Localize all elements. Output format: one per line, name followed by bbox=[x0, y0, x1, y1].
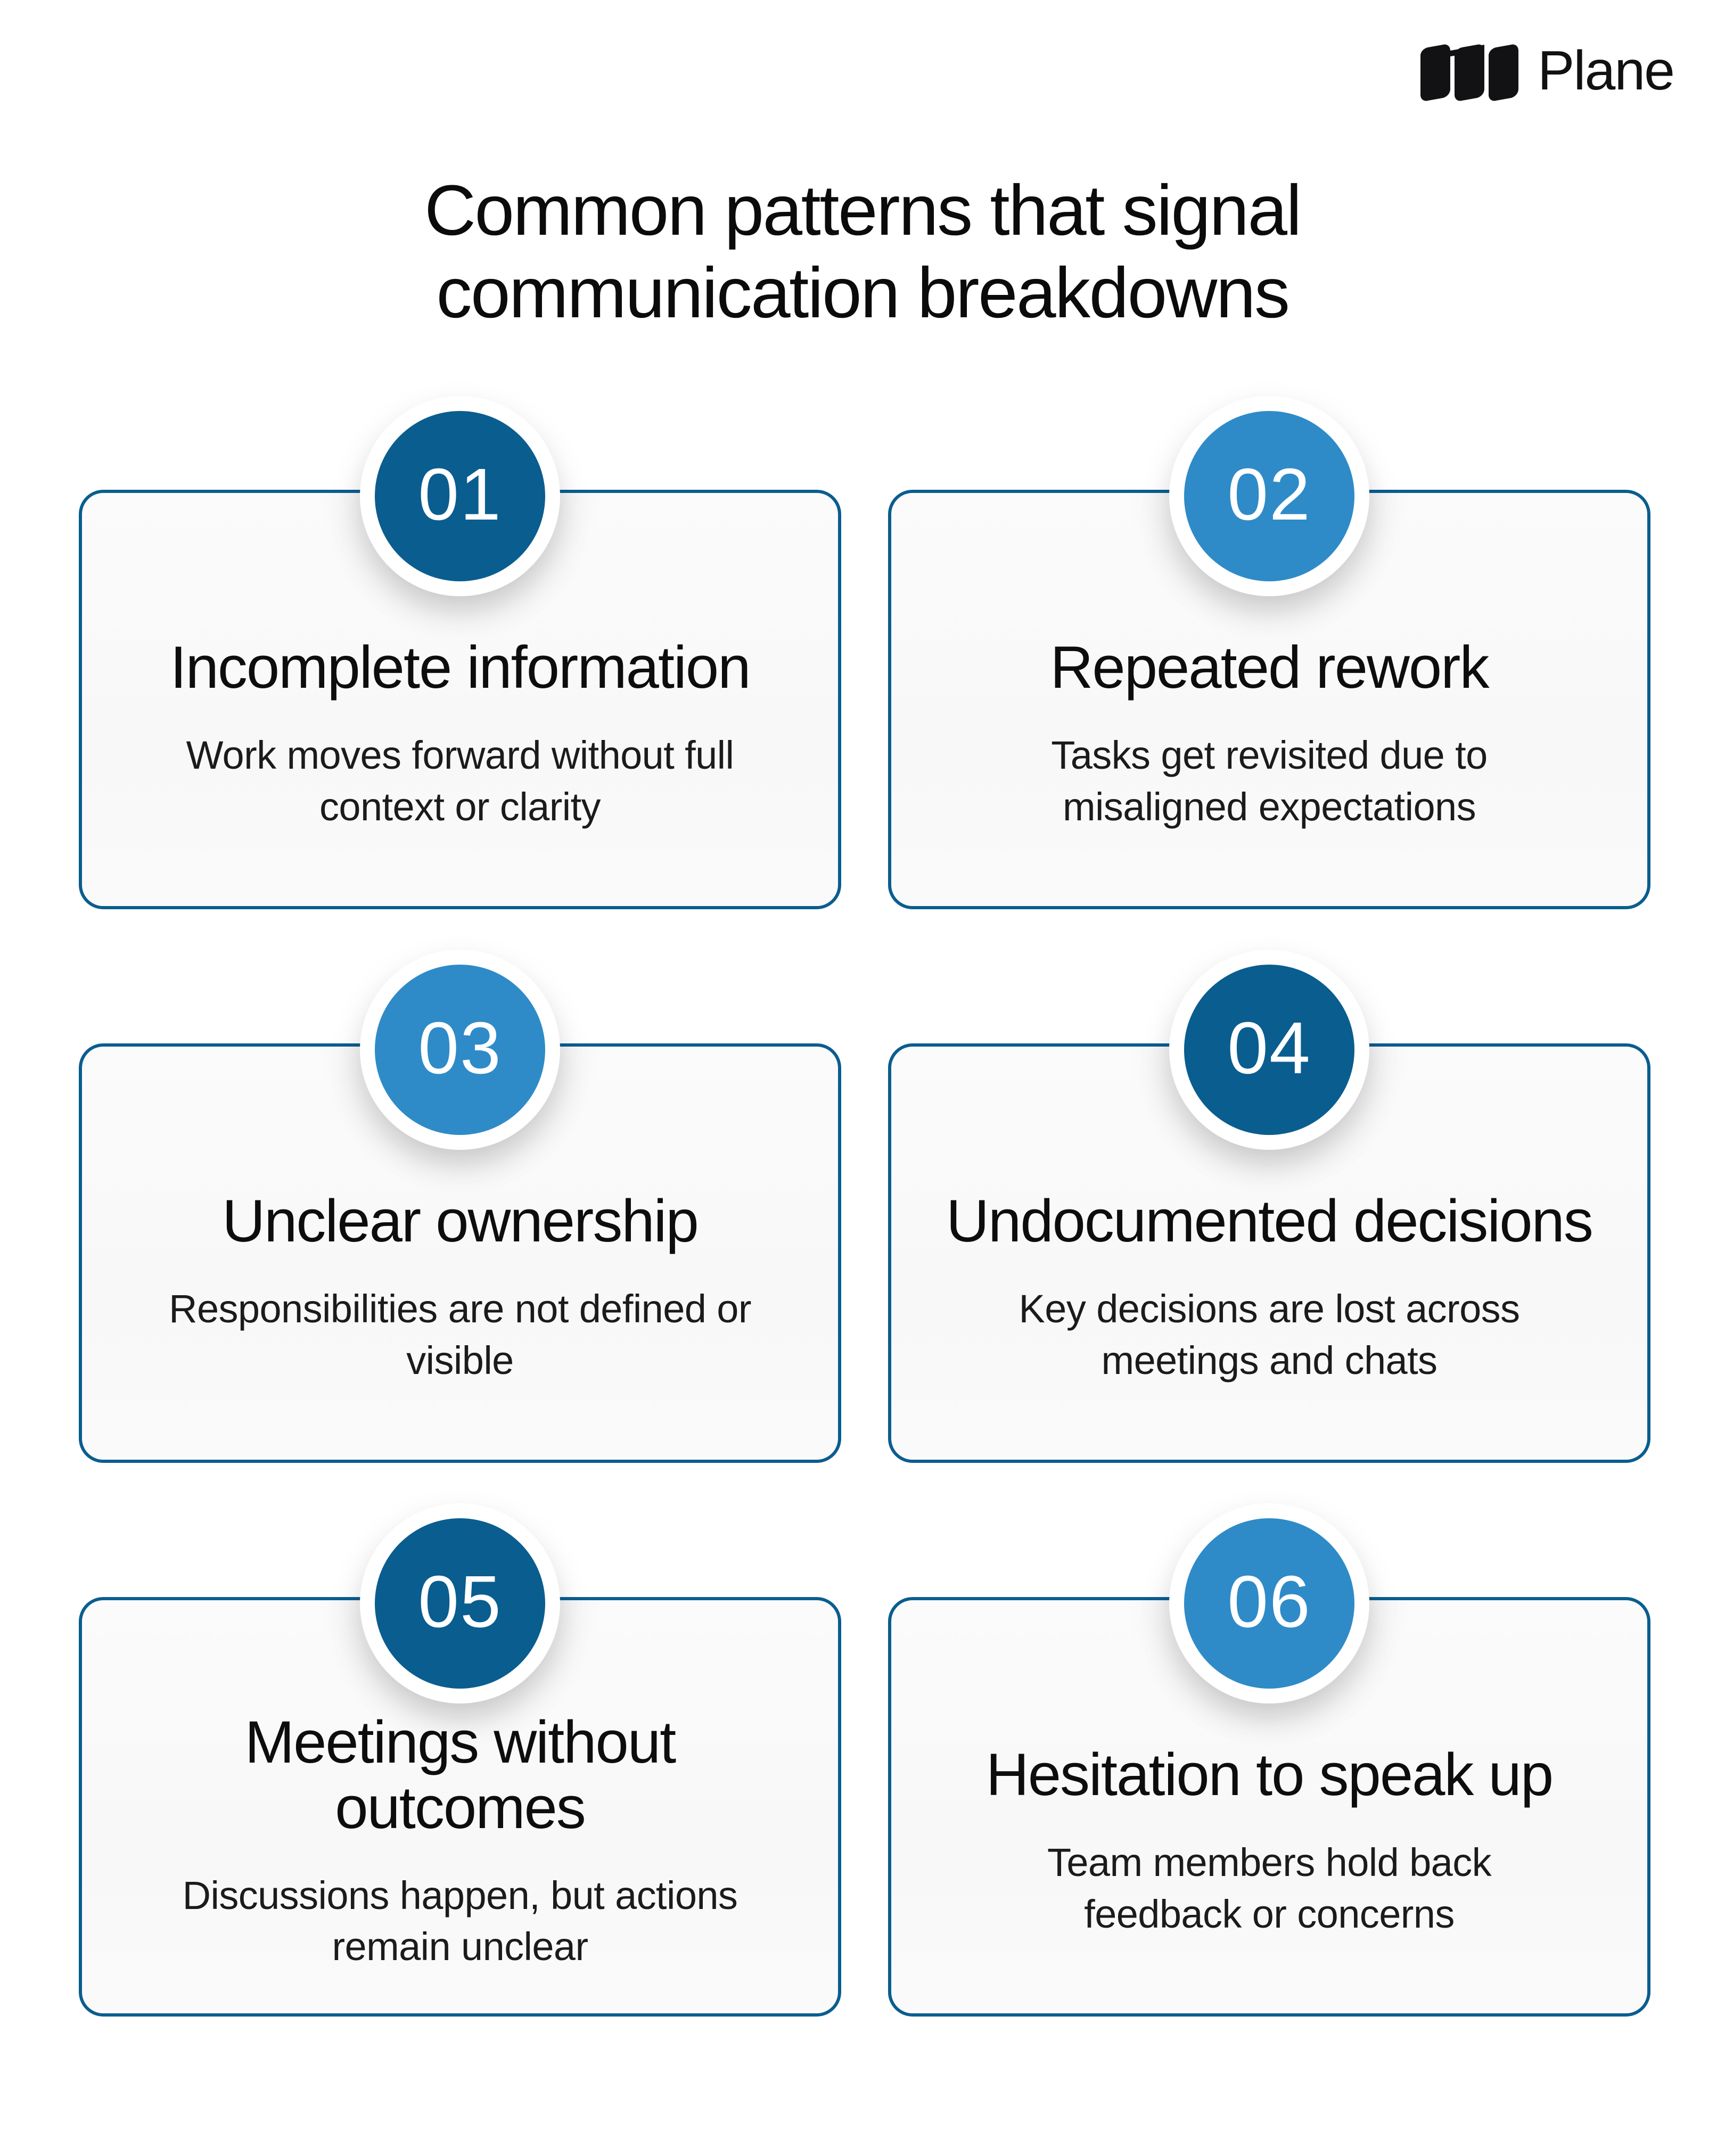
card-title: Hesitation to speak up bbox=[985, 1741, 1554, 1808]
card-number-badge: 05 bbox=[360, 1503, 560, 1704]
plane-logo-mark-icon bbox=[1419, 44, 1519, 102]
badge-circle: 04 bbox=[1184, 965, 1354, 1135]
card-slot-05: Meetings without outcomes Discussions ha… bbox=[79, 1503, 841, 2017]
card-number-badge: 01 bbox=[360, 396, 560, 596]
badge-circle: 03 bbox=[375, 965, 545, 1135]
page-title-line-1: Common patterns that signal bbox=[424, 171, 1302, 250]
pattern-card: Hesitation to speak up Team members hold… bbox=[888, 1597, 1650, 2017]
card-slot-03: Unclear ownership Responsibilities are n… bbox=[79, 950, 841, 1463]
badge-circle: 06 bbox=[1184, 1518, 1354, 1689]
badge-number: 02 bbox=[1227, 454, 1311, 536]
card-description: Responsibilities are not defined or visi… bbox=[169, 1287, 751, 1383]
card-number-badge: 03 bbox=[360, 950, 560, 1150]
card-description: Work moves forward without full context … bbox=[186, 733, 734, 829]
card-description: Team members hold back feedback or conce… bbox=[1047, 1840, 1492, 1936]
card-description: Tasks get revisited due to misaligned ex… bbox=[1051, 733, 1488, 829]
badge-circle: 05 bbox=[375, 1518, 545, 1689]
badge-number: 03 bbox=[418, 1007, 502, 1089]
badge-number: 05 bbox=[418, 1561, 502, 1643]
card-title: Repeated rework bbox=[1050, 634, 1490, 701]
badge-number: 04 bbox=[1227, 1007, 1311, 1089]
brand-name: Plane bbox=[1538, 40, 1675, 102]
badge-circle: 02 bbox=[1184, 411, 1354, 581]
card-slot-06: Hesitation to speak up Team members hold… bbox=[888, 1503, 1650, 2017]
pattern-card-grid: Incomplete information Work moves forwar… bbox=[79, 396, 1650, 2017]
page-title-line-2: communication breakdowns bbox=[436, 253, 1290, 333]
card-title: Meetings without outcomes bbox=[244, 1708, 676, 1841]
card-description: Key decisions are lost across meetings a… bbox=[1018, 1287, 1521, 1383]
card-title: Unclear ownership bbox=[222, 1188, 699, 1255]
card-title: Incomplete information bbox=[170, 634, 751, 701]
badge-number: 01 bbox=[418, 454, 502, 536]
card-description: Discussions happen, but actions remain u… bbox=[182, 1873, 738, 1969]
card-title: Undocumented decisions bbox=[946, 1188, 1593, 1255]
card-number-badge: 06 bbox=[1169, 1503, 1369, 1704]
brand-logo: Plane bbox=[1419, 38, 1675, 108]
card-number-badge: 02 bbox=[1169, 396, 1369, 596]
card-number-badge: 04 bbox=[1169, 950, 1369, 1150]
pattern-card: Unclear ownership Responsibilities are n… bbox=[79, 1043, 841, 1463]
card-slot-01: Incomplete information Work moves forwar… bbox=[79, 396, 841, 909]
card-slot-02: Repeated rework Tasks get revisited due … bbox=[888, 396, 1650, 909]
badge-circle: 01 bbox=[375, 411, 545, 581]
card-slot-04: Undocumented decisions Key decisions are… bbox=[888, 950, 1650, 1463]
page-title: Common patterns that signal communicatio… bbox=[0, 169, 1725, 335]
badge-number: 06 bbox=[1227, 1561, 1311, 1643]
